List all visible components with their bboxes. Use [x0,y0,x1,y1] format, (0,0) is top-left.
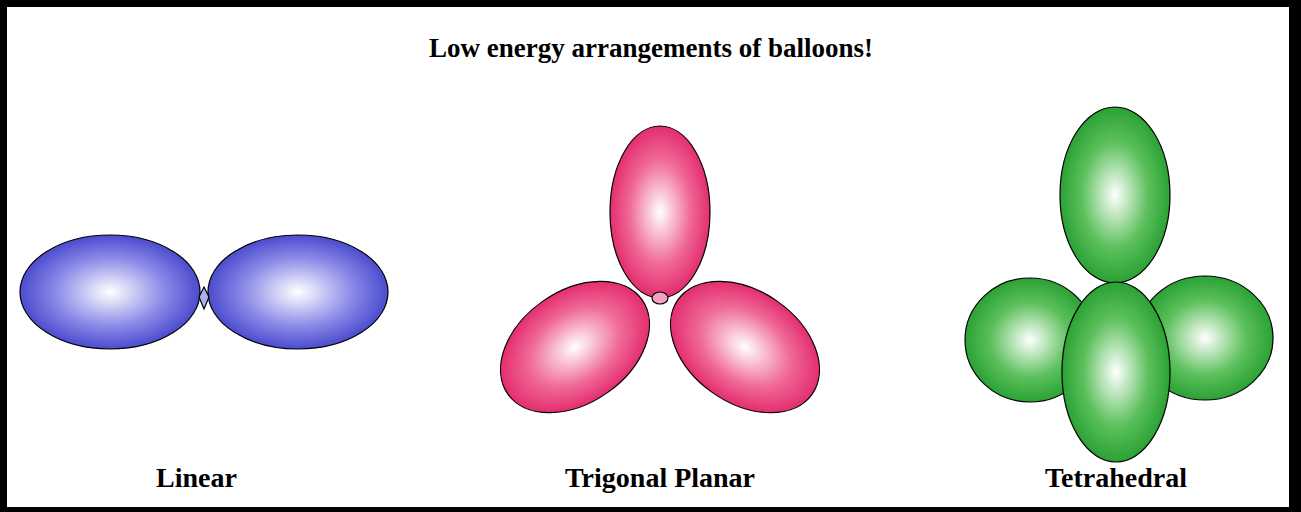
diagram-title: Low energy arrangements of balloons! [429,33,873,64]
trigonal-balloons [476,126,845,440]
geometry-label: Linear [156,462,237,494]
tetrahedral-balloons [965,107,1273,462]
geometry-label: Trigonal Planar [565,462,755,494]
linear-balloons [20,235,388,349]
geometry-label: Tetrahedral [1045,462,1187,494]
